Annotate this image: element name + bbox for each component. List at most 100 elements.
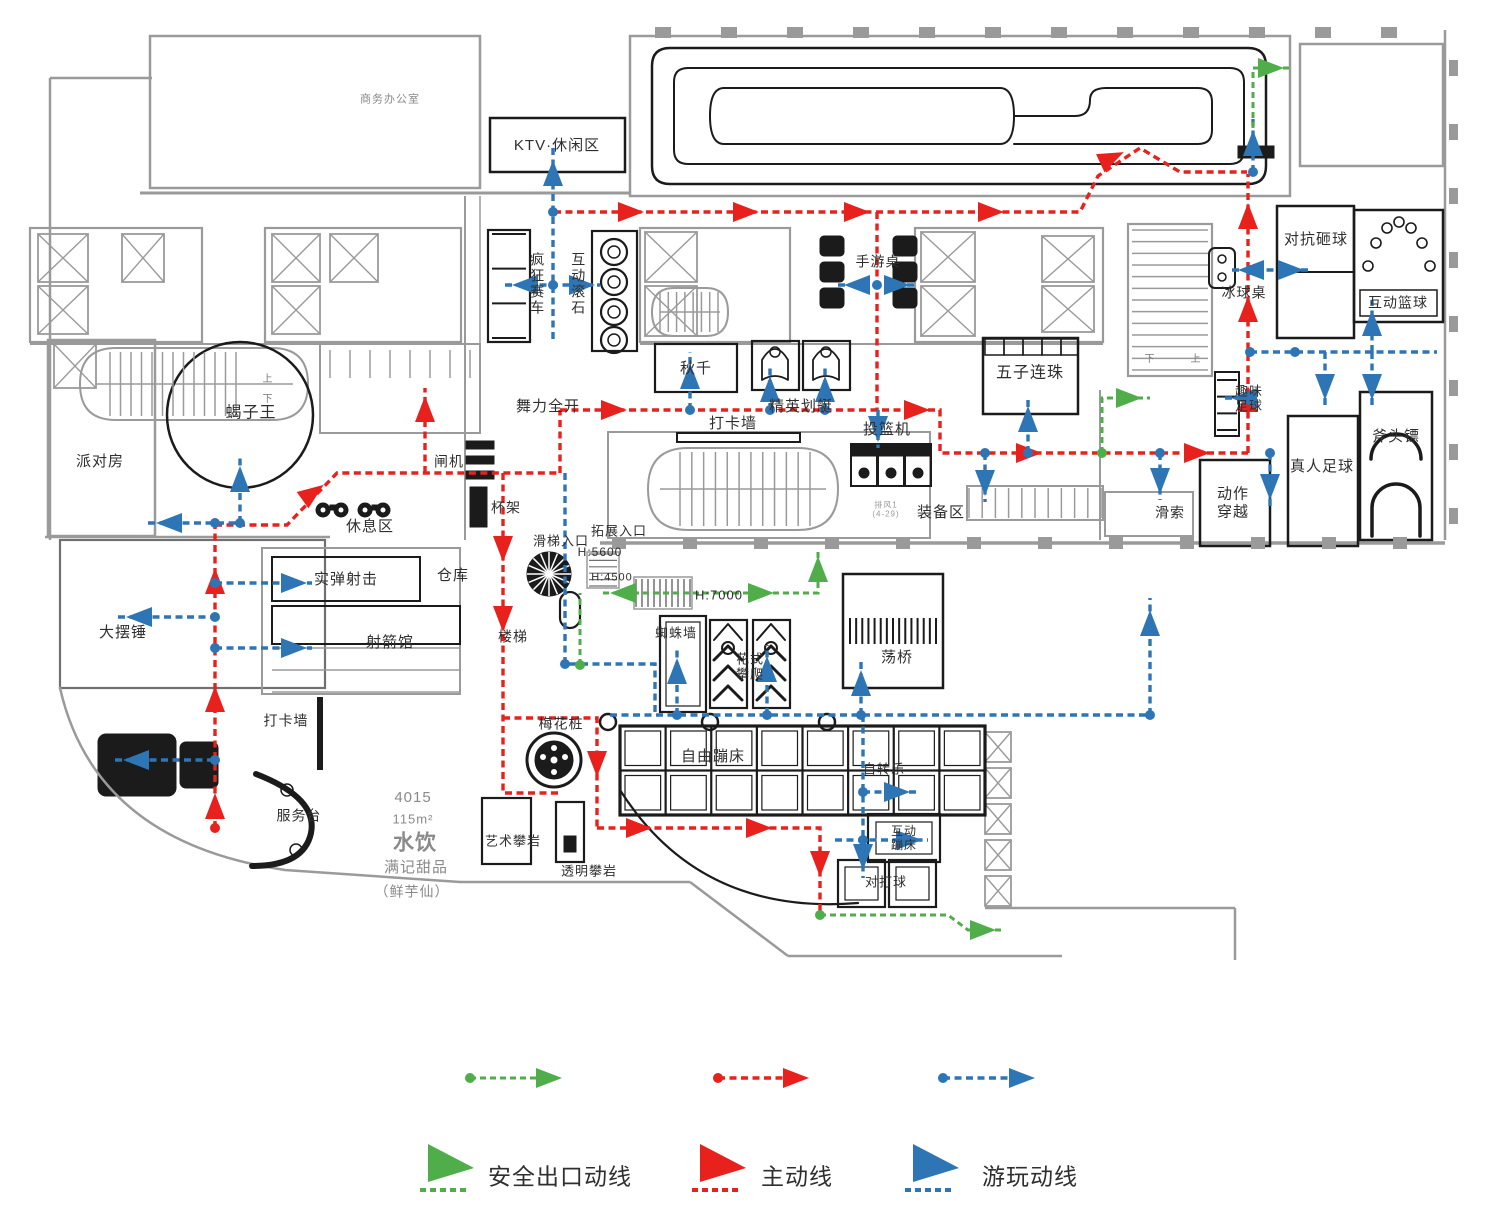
route-arrow [844, 202, 870, 222]
route-dot [1023, 448, 1033, 458]
room-rect [676, 432, 801, 443]
elevator-box [920, 231, 976, 283]
room-rect [558, 590, 582, 630]
plan-circle [817, 712, 837, 732]
plan-path [709, 87, 1015, 145]
route-arrow [884, 782, 910, 802]
column-marker [683, 537, 697, 549]
trampoline-cell [624, 730, 662, 767]
plan-circle [858, 467, 870, 479]
room-rect [841, 572, 945, 690]
column-marker [825, 537, 839, 549]
elevator-x [920, 285, 976, 337]
route-dot [1245, 393, 1255, 403]
room-rect [590, 229, 639, 353]
room-rect [261, 547, 461, 695]
room-rect [653, 342, 739, 394]
plan-path [79, 347, 309, 421]
route-dot [210, 823, 220, 833]
plan-path [249, 771, 315, 869]
plan-circle [551, 745, 557, 751]
elevator-x [984, 731, 1012, 763]
elevator-x [984, 767, 1012, 799]
column-marker [1038, 537, 1052, 549]
legend-arrow-b [913, 1144, 959, 1182]
route-arrow [757, 656, 777, 682]
route-arrow [205, 793, 225, 819]
room-rect [1359, 289, 1438, 317]
spiral-slide-spoke [539, 573, 550, 595]
route-arrow [978, 202, 1004, 222]
plan-circle [599, 267, 629, 297]
column-marker [1449, 316, 1458, 332]
room-rect [819, 287, 845, 309]
column-marker [1180, 537, 1194, 549]
elevator-x [271, 285, 321, 335]
spiral-slide-spoke [532, 557, 550, 575]
plan-path [761, 348, 789, 381]
plan-path [647, 447, 839, 531]
route-arrow [415, 396, 435, 422]
trampoline-cell [761, 730, 799, 767]
room-rect [819, 235, 845, 257]
plan-circle [1405, 222, 1417, 234]
route-arrow [1260, 474, 1280, 500]
legend-arrow-e [428, 1144, 474, 1182]
plan-circle [1424, 260, 1436, 272]
elevator-box [984, 875, 1012, 907]
elevator-x [984, 875, 1012, 907]
column-marker [655, 27, 671, 38]
route-arrow [1258, 58, 1284, 78]
elevator-box [271, 285, 321, 335]
route-arrow [512, 275, 538, 295]
trampoline-cell [852, 730, 890, 767]
elevator-box [920, 285, 976, 337]
plan-circle [769, 346, 781, 358]
route-arrow [748, 583, 774, 603]
plan-circle [320, 507, 326, 513]
plan-circle [1217, 254, 1227, 264]
route-arrow [205, 686, 225, 712]
room-rect [708, 618, 749, 710]
route-arrow [296, 484, 324, 509]
elevator-x [984, 803, 1012, 835]
elevator-x [271, 233, 321, 283]
plan-path [1013, 87, 1213, 145]
room-rect [563, 835, 577, 853]
route-arrow [1018, 406, 1038, 432]
plan-circle [599, 237, 629, 267]
column-marker [1251, 537, 1265, 549]
route-arrow [884, 275, 910, 295]
column-marker [1117, 27, 1133, 38]
elevator-x [920, 231, 976, 283]
room-rect [46, 338, 157, 538]
plan-circle [380, 507, 386, 513]
room-rect [981, 336, 1080, 416]
room-rect [554, 800, 586, 864]
plan-circle [562, 754, 568, 760]
elevator-x [37, 285, 89, 335]
route-arrow [156, 513, 182, 533]
route-arrow [844, 275, 870, 295]
route-arrow [601, 400, 627, 420]
route-dot [1097, 448, 1107, 458]
column-marker [1381, 27, 1397, 38]
column-marker [853, 27, 869, 38]
room-rect [1352, 208, 1445, 324]
room-rect [1298, 42, 1445, 168]
column-marker [985, 27, 1001, 38]
room-rect [465, 455, 495, 465]
elevator-x [644, 231, 698, 283]
room-rect [750, 339, 801, 392]
elevator-box [644, 231, 698, 283]
plan-circle [338, 507, 344, 513]
route-arrow [281, 573, 307, 593]
route-dot [210, 518, 220, 528]
route-arrow [1140, 610, 1160, 636]
column-marker [612, 537, 626, 549]
legend-arrow-r [700, 1144, 746, 1182]
room-rect [271, 605, 461, 645]
room-rect [895, 866, 930, 901]
spiral-slide-spoke [548, 553, 559, 575]
